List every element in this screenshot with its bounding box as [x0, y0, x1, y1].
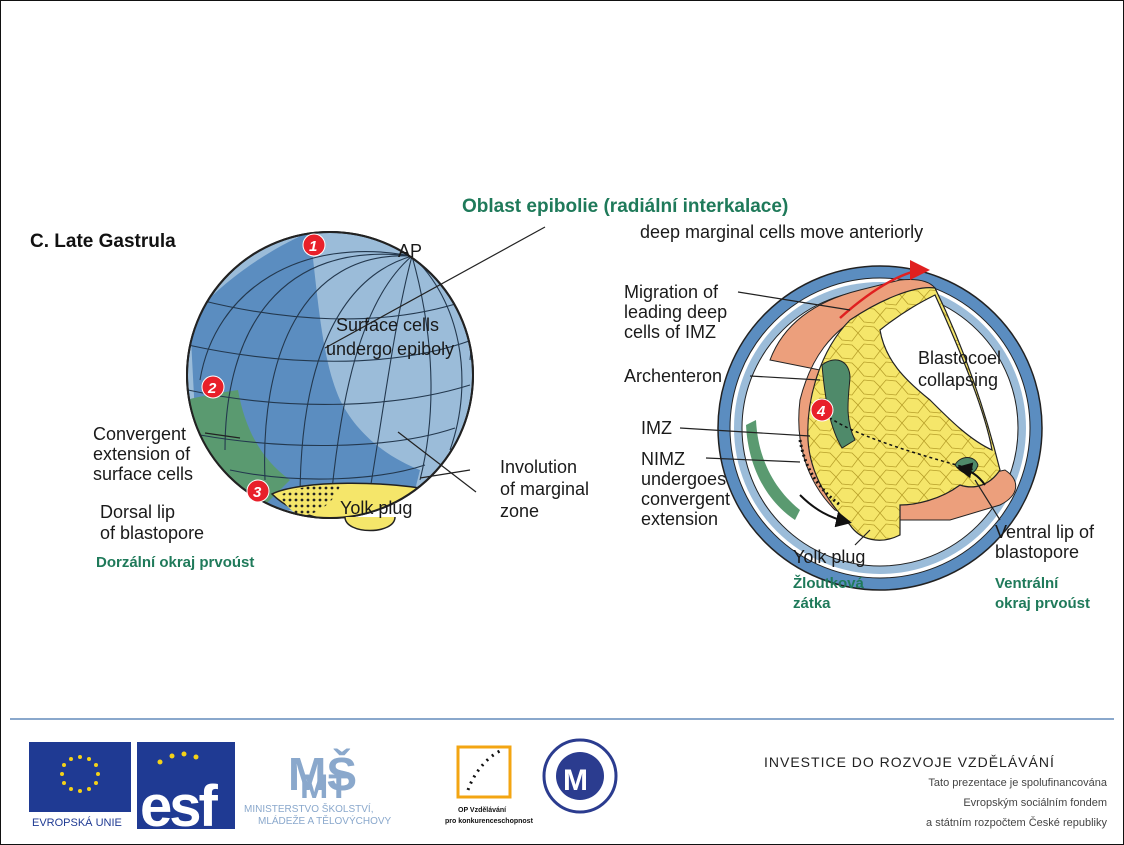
- esf-logo: esf: [137, 742, 235, 839]
- dorsal-lip-label-2: of blastopore: [100, 523, 204, 543]
- svg-text:3: 3: [253, 484, 262, 501]
- archenteron-label: Archenteron: [624, 366, 722, 386]
- blastocoel-label-2: collapsing: [918, 370, 998, 390]
- dorsal-lip-label-1: Dorsal lip: [100, 502, 175, 522]
- yolk-plug-cz-1: Žloutková: [793, 574, 864, 592]
- svg-text:MLÁDEŽE A TĚLOVÝCHOVY: MLÁDEŽE A TĚLOVÝCHOVY: [258, 814, 392, 827]
- svg-text:MINISTERSTVO ŠKOLSTVÍ,: MINISTERSTVO ŠKOLSTVÍ,: [244, 802, 373, 815]
- slide-heading: C. Late Gastrula: [30, 231, 176, 252]
- migration-arrow: [839, 260, 930, 319]
- yolk-plug-label-right: Yolk plug: [793, 547, 865, 567]
- masaryk-university-seal: M: [542, 738, 618, 814]
- svg-text:4: 4: [816, 403, 826, 420]
- cofinance-line-3: a státním rozpočtem České republiky: [926, 816, 1107, 829]
- msmt-logo: MŠ MT MINISTERSTVO ŠKOLSTVÍ, MLÁDEŽE A T…: [244, 748, 392, 827]
- svg-text:EVROPSKÁ UNIE: EVROPSKÁ UNIE: [32, 816, 122, 829]
- surface-cells-label-2: undergo epiboly: [326, 339, 454, 359]
- svg-text:MŠ: MŠ: [288, 748, 357, 800]
- ventral-lip-cz-1: Ventrální: [995, 575, 1059, 592]
- nimz-label-3: convergent: [641, 489, 730, 509]
- marker-2: 2: [201, 375, 225, 399]
- svg-text:pro konkurenceschopnost: pro konkurenceschopnost: [445, 818, 534, 825]
- ventral-lip-label-1: Ventral lip of: [995, 522, 1095, 542]
- deep-cells-note: deep marginal cells move anteriorly: [640, 222, 923, 242]
- svg-text:1: 1: [309, 238, 317, 255]
- investice-label: INVESTICE DO ROZVOJE VZDĚLÁVÁNÍ: [764, 754, 1055, 770]
- nimz-label-2: undergoes: [641, 469, 726, 489]
- svg-text:2: 2: [207, 380, 217, 397]
- marker-4: 4: [810, 398, 834, 422]
- eu-logo: EVROPSKÁ UNIE: [29, 742, 131, 829]
- cofinance-line-1: Tato prezentace je spolufinancována: [928, 777, 1107, 789]
- cofinance-line-2: Evropským sociálním fondem: [963, 797, 1107, 809]
- migration-label-1: Migration of: [624, 282, 719, 302]
- yolk-plug-label-left: Yolk plug: [340, 498, 412, 518]
- nimz-label-1: NIMZ: [641, 449, 685, 469]
- ventral-lip-label-2: blastopore: [995, 542, 1079, 562]
- epiboly-title: Oblast epibolie (radiální interkalace): [462, 196, 788, 217]
- involution-label-1: Involution: [500, 457, 577, 477]
- dorsal-lip-dots: [280, 485, 340, 516]
- convergent-label-1: Convergent: [93, 424, 186, 444]
- migration-label-3: cells of IMZ: [624, 322, 716, 342]
- right-gastrula-diagram: 4 Migration of leading deep cells of IMZ…: [624, 260, 1095, 612]
- nimz-label-4: extension: [641, 509, 718, 529]
- marker-1: 1: [302, 233, 326, 257]
- marker-3: 3: [246, 479, 270, 503]
- svg-text:M: M: [563, 764, 588, 797]
- involution-label-2: of marginal: [500, 479, 589, 499]
- imz-label: IMZ: [641, 418, 672, 438]
- involution-label-3: zone: [500, 501, 539, 521]
- yolk-plug-cz-2: zátka: [793, 595, 831, 612]
- dorsal-lip-cz: Dorzální okraj prvoúst: [96, 554, 254, 571]
- convergent-label-3: surface cells: [93, 464, 193, 484]
- ventral-lip-cz-2: okraj prvoúst: [995, 595, 1090, 612]
- convergent-label-2: extension of: [93, 444, 191, 464]
- blastocoel: [879, 294, 993, 452]
- surface-cells-label-1: Surface cells: [336, 315, 439, 335]
- op-logo: OP Vzdělávání pro konkurenceschopnost: [445, 745, 534, 825]
- svg-text:OP Vzdělávání: OP Vzdělávání: [458, 807, 507, 814]
- ap-label: AP: [398, 241, 422, 261]
- svg-text:MT: MT: [300, 768, 349, 806]
- migration-label-2: leading deep: [624, 302, 727, 322]
- left-gastrula-diagram: 1 2 3 AP Surface cells undergo epiboly C…: [93, 226, 589, 571]
- svg-text:esf: esf: [140, 774, 219, 839]
- blastocoel-label-1: Blastocoel: [918, 348, 1001, 368]
